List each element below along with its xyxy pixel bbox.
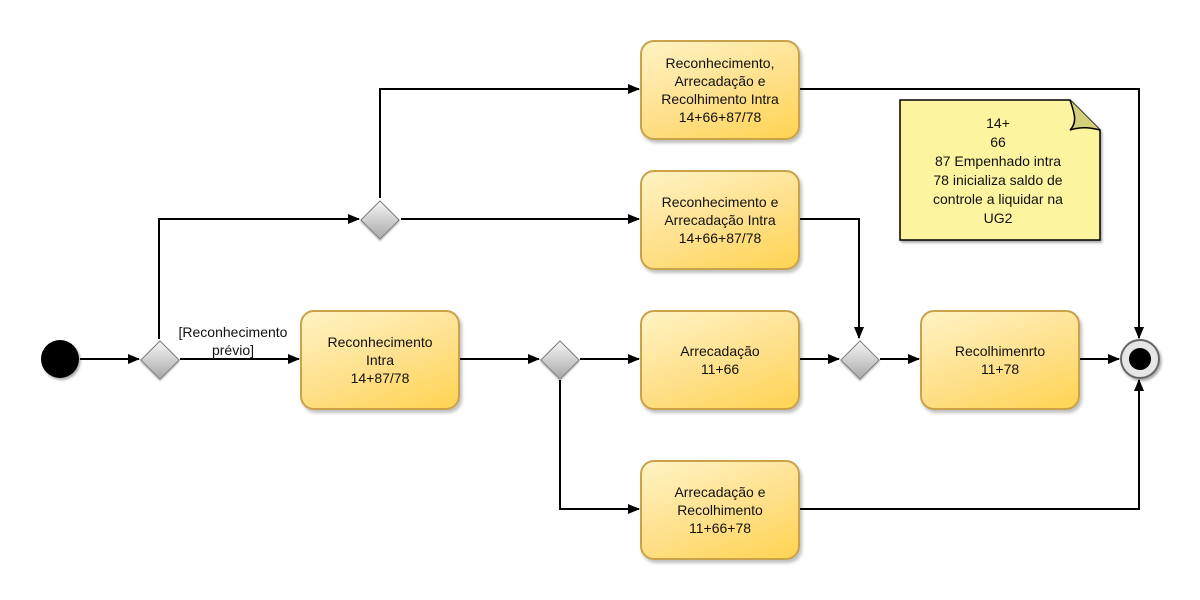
activity-reconhecimento-intra[interactable]: Reconhecimento Intra 14+87/78 [300, 310, 460, 410]
activity-text-line: 11+66 [700, 361, 740, 377]
activity-text-line: Reconhecimento [327, 334, 433, 350]
flow-rec-arr-intra-to-gateway4 [800, 218, 864, 339]
activity-text-line: Reconhecimento, [665, 55, 775, 71]
activity-text-line: Reconhecimento e [661, 194, 779, 210]
activity-text-line: 11+78 [980, 361, 1020, 377]
note-text: 14+ 66 87 Empenhado intra 78 inicializa … [900, 114, 1096, 228]
flow-rec-arr-rec-intra-to-end [800, 88, 1144, 339]
note-line: controle a liquidar na [933, 191, 1063, 207]
initial-node [41, 340, 79, 378]
note-line: UG2 [983, 210, 1013, 226]
activity-text-line: 11+66+78 [688, 520, 752, 536]
note-line: 87 Empenhado intra [934, 153, 1062, 169]
note-shape [899, 99, 1101, 241]
note-line: 14+ [986, 115, 1010, 131]
flow-gateway2-to-rec-arr-rec-intra [379, 84, 640, 198]
activity-text-line: 14+87/78 [350, 370, 410, 386]
activity-reconhecimento-arrecadacao-intra[interactable]: Reconhecimento e Arrecadação Intra 14+66… [640, 170, 800, 270]
activity-reconhecimento-arrecadacao-recolhimento-intra[interactable]: Reconhecimento, Arrecadação e Recolhimen… [640, 40, 800, 140]
activity-text-line: Arrecadação Intra [664, 212, 776, 228]
flow-gateway3-to-arr-rec [559, 380, 640, 514]
activity-text-line: Arrecadação [680, 343, 760, 359]
flow-gateway1-to-gateway2 [158, 214, 360, 339]
activity-recolhimento[interactable]: Recolhimenrto 11+78 [920, 310, 1080, 410]
activity-text-line: Recolhimenrto [954, 343, 1046, 359]
activity-arrecadacao-recolhimento[interactable]: Arrecadação e Recolhimento 11+66+78 [640, 460, 800, 560]
activity-text-line: Arrecadação e [674, 484, 766, 500]
activity-text-line: Arrecadação e [674, 73, 766, 89]
note-line: 66 [990, 134, 1006, 150]
guard-label-line: [Reconhecimento [178, 324, 288, 340]
activity-text-line: Recolhimento [677, 502, 763, 518]
guard-label: [Reconhecimento prévio] [168, 323, 298, 359]
activity-text-line: Intra [365, 352, 394, 368]
flow-arr-rec-to-end [800, 379, 1144, 510]
final-node [1120, 339, 1160, 379]
note-line: 78 inicializa saldo de [933, 172, 1063, 188]
activity-text-line: 14+66+87/78 [678, 109, 762, 125]
guard-label-line: prévio] [211, 342, 255, 358]
activity-text-line: 14+66+87/78 [678, 230, 762, 246]
activity-arrecadacao[interactable]: Arrecadação 11+66 [640, 310, 800, 410]
activity-text-line: Recolhimento Intra [661, 91, 779, 107]
